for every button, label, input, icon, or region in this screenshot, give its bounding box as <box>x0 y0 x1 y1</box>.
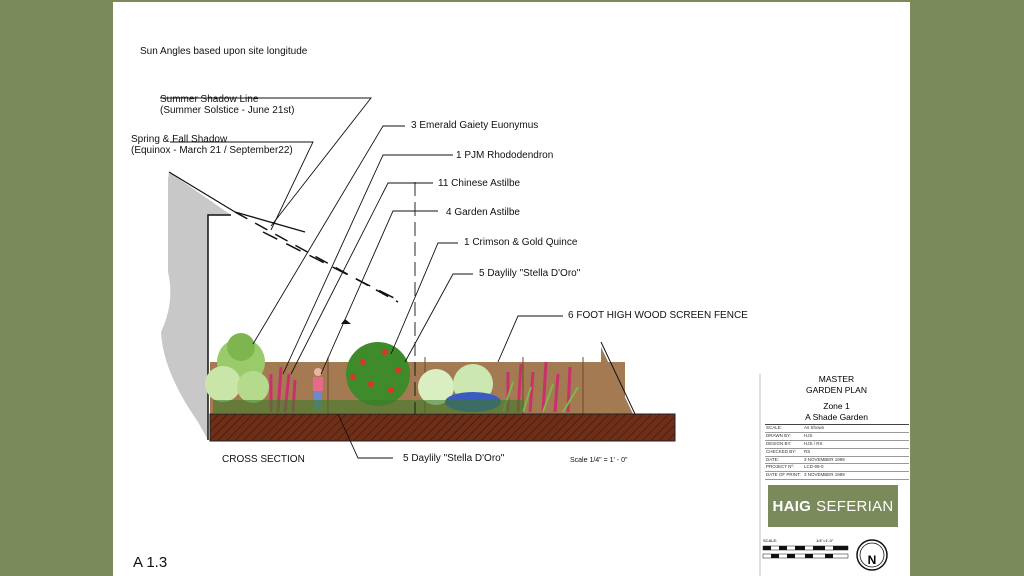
soil-section <box>209 413 676 442</box>
scale-label: Scale 1/4" = 1' - 0" <box>570 457 628 464</box>
row-key: DATE OF PRINT: <box>766 472 801 478</box>
row-value: HJS <box>804 432 813 438</box>
company-logo: HAIG SEFERIAN <box>768 485 898 527</box>
row-key: DATE: <box>766 456 779 462</box>
quince-label: 1 Crimson & Gold Quince <box>464 237 578 248</box>
rhododendron-label: 1 PJM Rhododendron <box>456 150 553 161</box>
spring-fall-label-1: Spring & Fall Shadow <box>131 134 228 145</box>
north-label: N <box>868 553 877 567</box>
euonymus-label: 3 Emerald Gaiety Euonymus <box>411 120 538 131</box>
title-line-2: GARDEN PLAN <box>806 384 867 395</box>
row-key: DRAWN BY: <box>766 432 792 438</box>
garden-astilbe-label: 4 Garden Astilbe <box>446 207 520 218</box>
table-row: CHECKED BY: RS <box>765 449 909 457</box>
row-value: HJS / RS <box>804 440 823 446</box>
drawing-sheet: Sun Angles based upon site longitude <box>113 2 910 576</box>
scale-bar <box>762 545 849 559</box>
roof-eave <box>168 171 236 213</box>
logo-light-text: SEFERIAN <box>816 497 894 515</box>
row-value: As Shown <box>804 425 825 430</box>
summer-arrow <box>341 319 351 324</box>
logo-bold-text: HAIG <box>772 497 812 515</box>
leader-lines <box>160 97 563 459</box>
spring-fall-line <box>262 231 399 301</box>
title-line-4: A Shade Garden <box>805 411 868 422</box>
daylily-top-label: 5 Daylily "Stella D'Oro" <box>479 268 581 279</box>
fence-label: 6 FOOT HIGH WOOD SCREEN FENCE <box>568 310 748 321</box>
row-value: RS <box>804 448 811 454</box>
summer-shadow-line <box>234 211 399 303</box>
north-arrow-icon: N <box>856 539 888 571</box>
fence-end-line <box>600 341 636 415</box>
title-line-1: MASTER <box>818 374 855 384</box>
header-note: Sun Angles based upon site longitude <box>140 46 308 57</box>
row-key: DESIGN BY: <box>766 440 792 446</box>
ground-cover <box>213 400 523 414</box>
table-row: DATE: 3 NOVEMBER 1999 <box>765 457 909 465</box>
title-block-table: SCALE: As Shown DRAWN BY: HJS DESIGN BY: HJ… <box>765 424 909 481</box>
rhododendron-shrub <box>346 342 410 406</box>
euonymus-shrub <box>205 333 269 403</box>
table-row: DATE OF PRINT:3 NOVEMBER 1999 <box>765 472 909 481</box>
spring-fall-label-2: (Equinox - March 21 / September22) <box>131 145 293 156</box>
table-row: PROJECT Nº: LCD-99-0 <box>765 464 909 473</box>
table-row: DRAWN BY: HJS <box>765 433 909 441</box>
daylily-bottom-label: 5 Daylily "Stella D'Oro" <box>403 453 505 464</box>
sheet-number: A 1.3 <box>133 554 168 571</box>
row-key: PROJECT Nº: <box>766 464 795 470</box>
scale-bar-label: SCALE: <box>763 538 777 543</box>
cross-section-label: CROSS SECTION <box>222 454 305 465</box>
fence-end <box>601 347 633 414</box>
summer-shadow-label-1: Summer Shadow Line <box>160 94 259 105</box>
title-line-3: Zone 1 <box>823 401 850 411</box>
row-key: CHECKED BY: <box>766 448 797 454</box>
table-row: SCALE: As Shown <box>765 425 909 433</box>
house-wall <box>161 172 231 440</box>
row-key: SCALE: <box>766 425 783 430</box>
title-block: MASTER GARDEN PLAN Zone 1 A Shade Garden… <box>763 374 910 481</box>
row-value: LCD-99-0 <box>804 464 824 470</box>
cross-section-drawing: Sun Angles based upon site longitude <box>131 46 888 576</box>
wall-outline <box>207 214 231 440</box>
astilbe-red-left <box>269 366 297 413</box>
row-value: 3 NOVEMBER 1999 <box>804 456 845 462</box>
astilbe-pink-right <box>502 361 579 413</box>
table-row: DESIGN BY: HJS / RS <box>765 441 909 449</box>
summer-shadow-label-2: (Summer Solstice - June 21st) <box>160 105 295 116</box>
chinese-astilbe-label: 11 Chinese Astilbe <box>438 178 521 189</box>
row-value: 3 NOVEMBER 1999 <box>804 472 845 478</box>
scale-bar-value: 1/4"=1'-0" <box>816 538 834 543</box>
